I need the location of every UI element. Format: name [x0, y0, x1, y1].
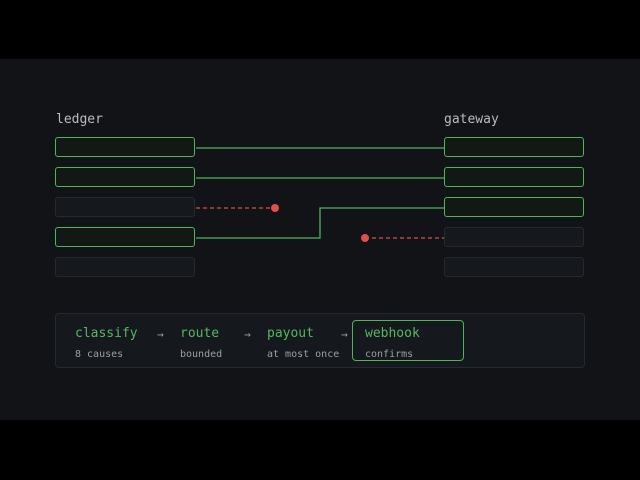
arrow-3: → [341, 328, 348, 341]
stage-payout-note: at most once [267, 349, 340, 360]
arrow-1: → [157, 328, 164, 341]
ledger-slot-1 [55, 137, 195, 157]
stage-webhook: webhook [365, 326, 420, 341]
gateway-slot-5 [444, 257, 584, 277]
gateway-slot-4 [444, 227, 584, 247]
pipeline-panel: classify 8 causes → route bounded → payo… [55, 313, 585, 368]
ledger-slot-2 [55, 167, 195, 187]
stage-route-note: bounded [180, 349, 223, 360]
stage-webhook-note: confirms [365, 349, 414, 360]
connection-lines [196, 147, 444, 242]
ledger-slot-3 [55, 197, 195, 217]
stage-payout: payout [267, 326, 314, 341]
gateway-slot-1 [444, 137, 584, 157]
ledger-label: ledger [56, 112, 103, 127]
gateway-slot-3 [444, 197, 584, 217]
diagram-canvas: ledger gateway classify 8 causes → route… [0, 59, 640, 420]
ledger-slot-4 [55, 227, 195, 247]
arrow-2: → [244, 328, 251, 341]
stage-classify-note: 8 causes [75, 349, 124, 360]
gateway-label: gateway [444, 112, 499, 127]
stage-route: route [180, 326, 220, 341]
webhook-highlight [352, 320, 464, 361]
failure-dot-gateway [361, 234, 369, 242]
failure-dot-ledger [271, 204, 279, 212]
link-3-crossed [196, 207, 444, 239]
ledger-slot-5 [55, 257, 195, 277]
stage-classify: classify [75, 326, 138, 341]
gateway-slot-2 [444, 167, 584, 187]
